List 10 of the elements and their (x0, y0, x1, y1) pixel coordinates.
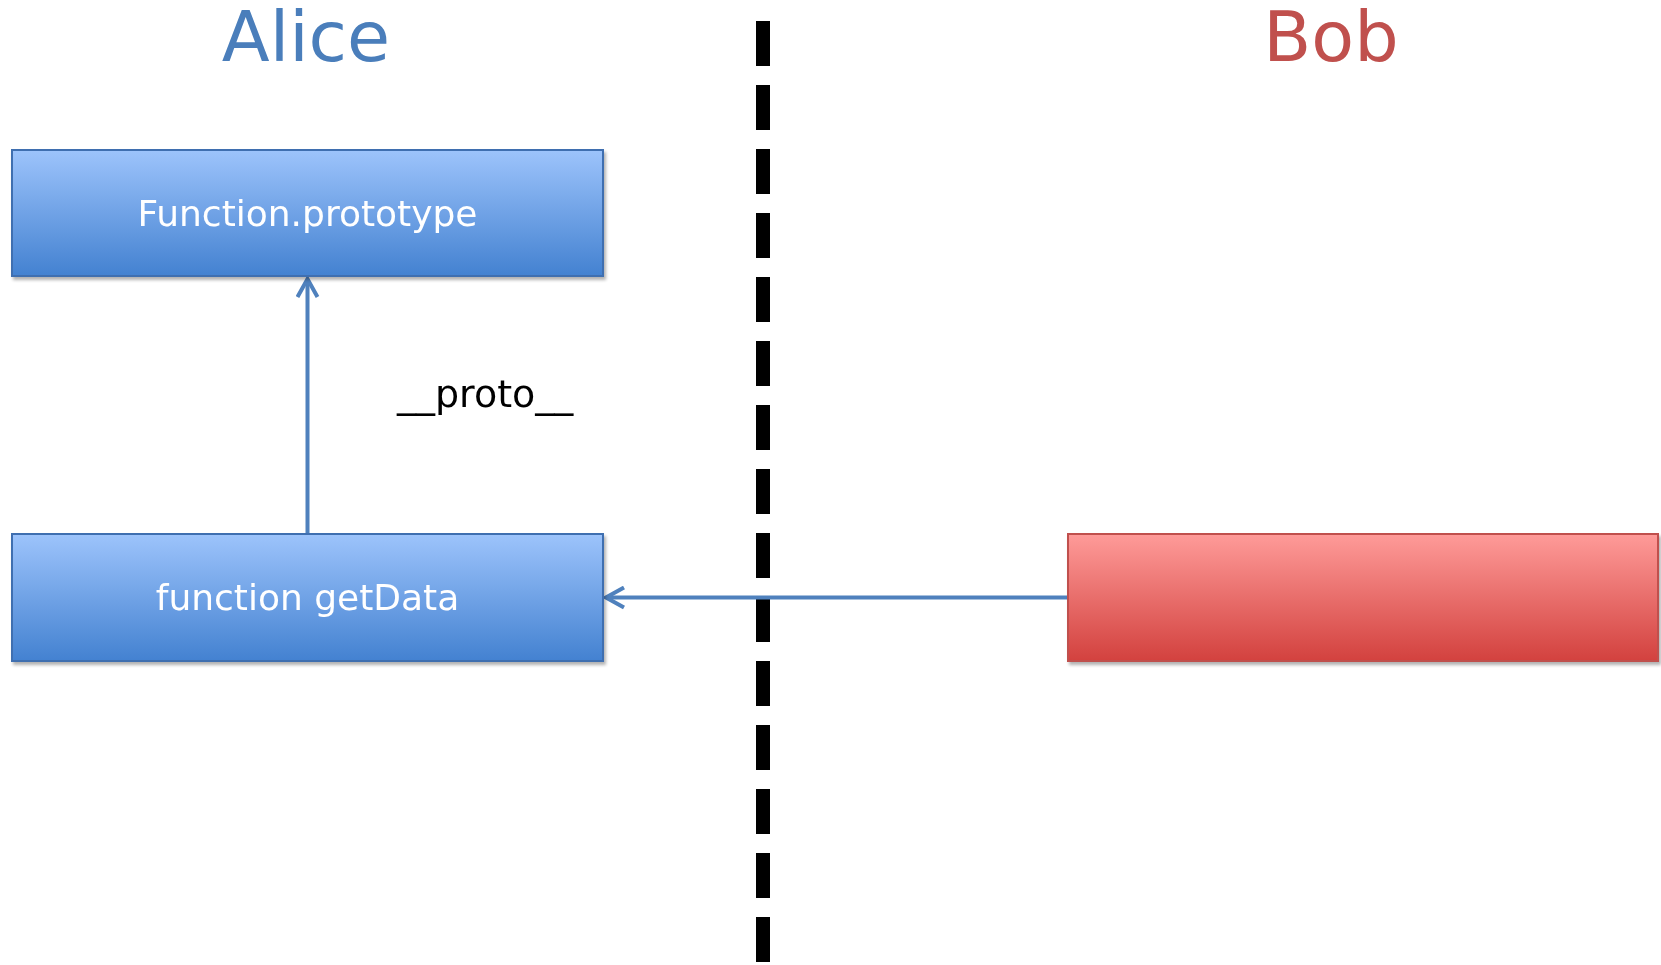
process-box (11, 533, 604, 662)
process-box (11, 149, 604, 277)
edge-label: __proto__ (397, 372, 574, 416)
box-shape (1067, 533, 1659, 662)
column-heading: Alice (221, 0, 391, 78)
arrow (295, 277, 320, 533)
column-heading: Bob (1263, 0, 1399, 78)
box-label: Function.prototype (137, 192, 478, 234)
box-label: function getData (155, 577, 460, 618)
arrow (604, 585, 1067, 610)
